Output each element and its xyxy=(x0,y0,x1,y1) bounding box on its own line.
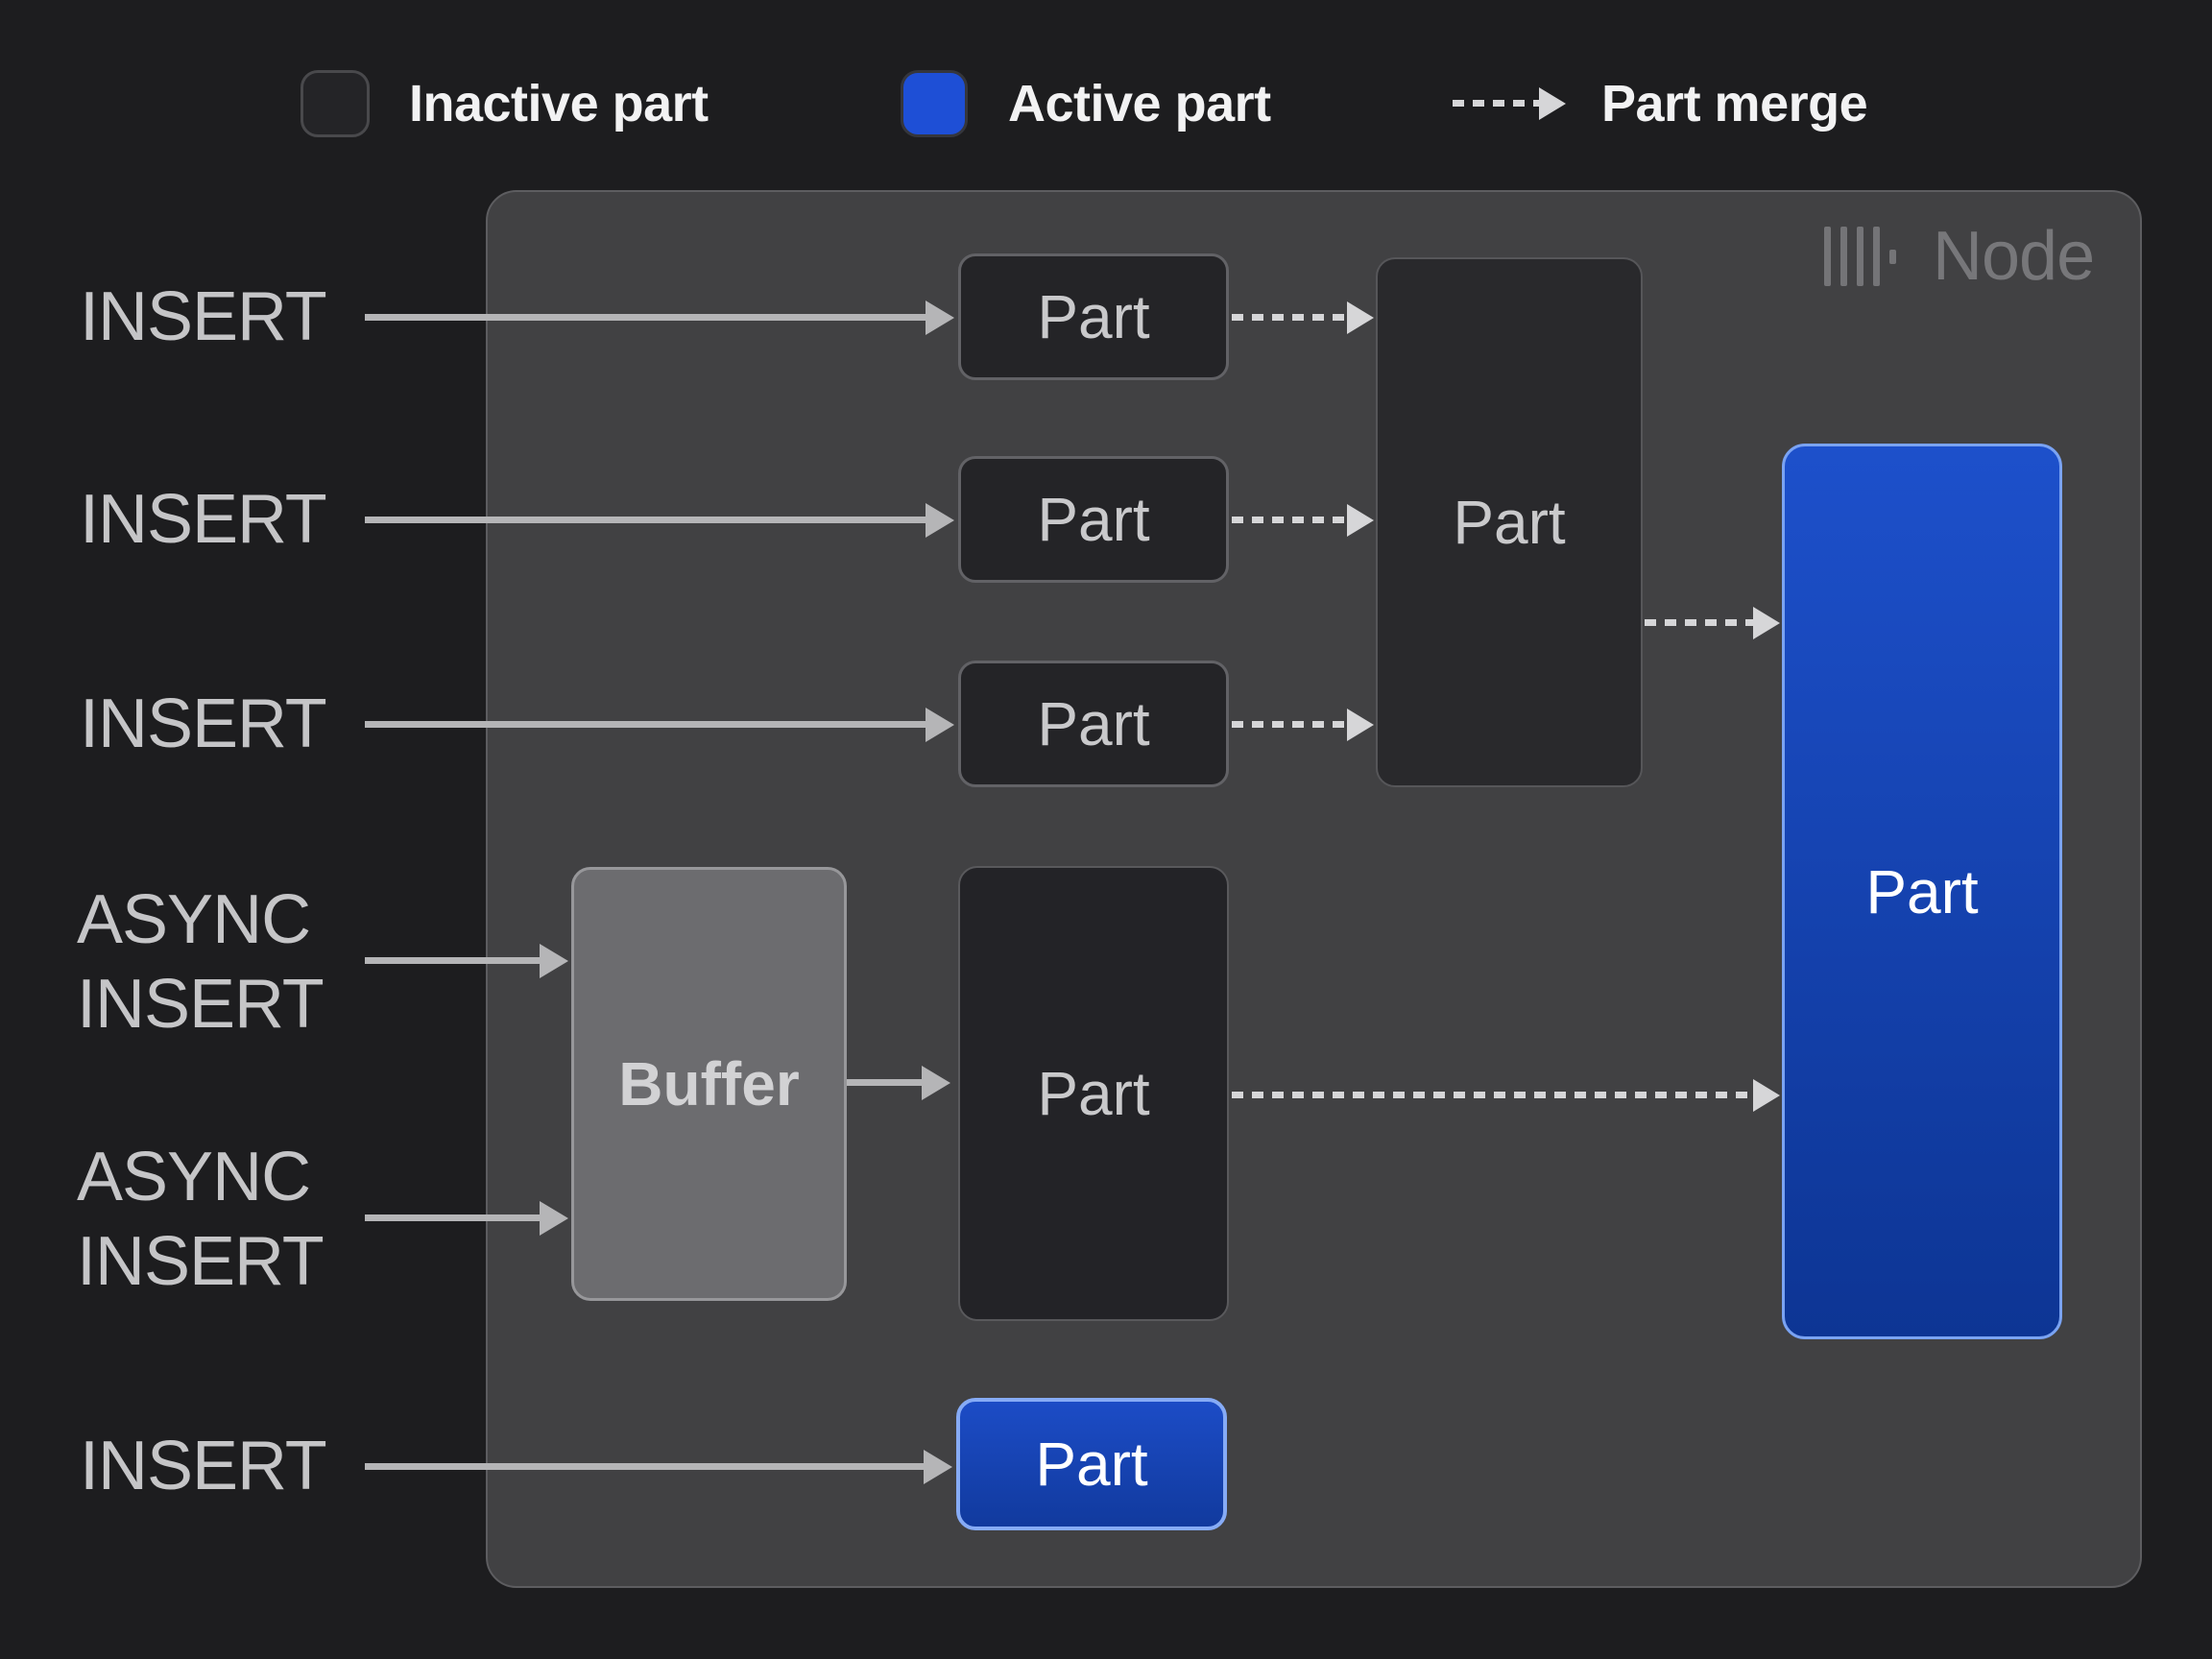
merge-arrow-2 xyxy=(1232,503,1374,537)
inactive-part-swatch-icon xyxy=(301,70,370,137)
async-insert-label-2: ASYNC INSERT xyxy=(77,1135,325,1304)
async-insert-arrow-1 xyxy=(365,943,568,978)
merged-part-box: Part xyxy=(1376,257,1643,787)
legend-inactive-label: Inactive part xyxy=(409,75,709,132)
async-insert-label-1: ASYNC INSERT xyxy=(77,878,325,1046)
buffered-part-box: Part xyxy=(958,866,1229,1321)
async-insert-2-line-2: INSERT xyxy=(77,1223,325,1300)
insert-arrow-1 xyxy=(365,300,954,335)
merge-arrow-1 xyxy=(1232,301,1374,334)
legend: Inactive part Active part Part merge xyxy=(0,0,2212,154)
insert-label-2: INSERT xyxy=(80,481,327,558)
merged-to-active-arrow xyxy=(1645,606,1780,639)
buffer-box: Buffer xyxy=(571,867,847,1301)
buffered-to-active-arrow xyxy=(1232,1078,1780,1112)
async-insert-1-line-2: INSERT xyxy=(77,966,325,1043)
merge-arrow-3 xyxy=(1232,708,1374,741)
clickhouse-logo-icon xyxy=(1824,226,1896,287)
legend-active-label: Active part xyxy=(1008,75,1271,132)
insert-arrow-bottom xyxy=(365,1449,952,1484)
buffer-to-part-arrow xyxy=(847,1065,950,1100)
active-part-box: Part xyxy=(1782,444,2062,1339)
node-title-label: Node xyxy=(1933,218,2095,295)
async-insert-arrow-2 xyxy=(365,1200,568,1236)
active-part-swatch-icon xyxy=(901,70,968,137)
insert-label-bottom: INSERT xyxy=(80,1428,327,1504)
part-merge-arrow-icon xyxy=(1453,86,1566,120)
insert-arrow-2 xyxy=(365,502,954,538)
part-box-3: Part xyxy=(958,661,1229,787)
async-insert-1-line-1: ASYNC xyxy=(77,881,311,958)
part-box-2: Part xyxy=(958,456,1229,583)
legend-merge-label: Part merge xyxy=(1601,75,1868,132)
async-insert-2-line-1: ASYNC xyxy=(77,1139,311,1215)
insert-label-3: INSERT xyxy=(80,685,327,762)
insert-label-1: INSERT xyxy=(80,278,327,355)
node-title: Node xyxy=(1824,218,2095,295)
part-box-1: Part xyxy=(958,253,1229,380)
insert-arrow-3 xyxy=(365,707,954,742)
new-active-part-box: Part xyxy=(956,1398,1227,1530)
